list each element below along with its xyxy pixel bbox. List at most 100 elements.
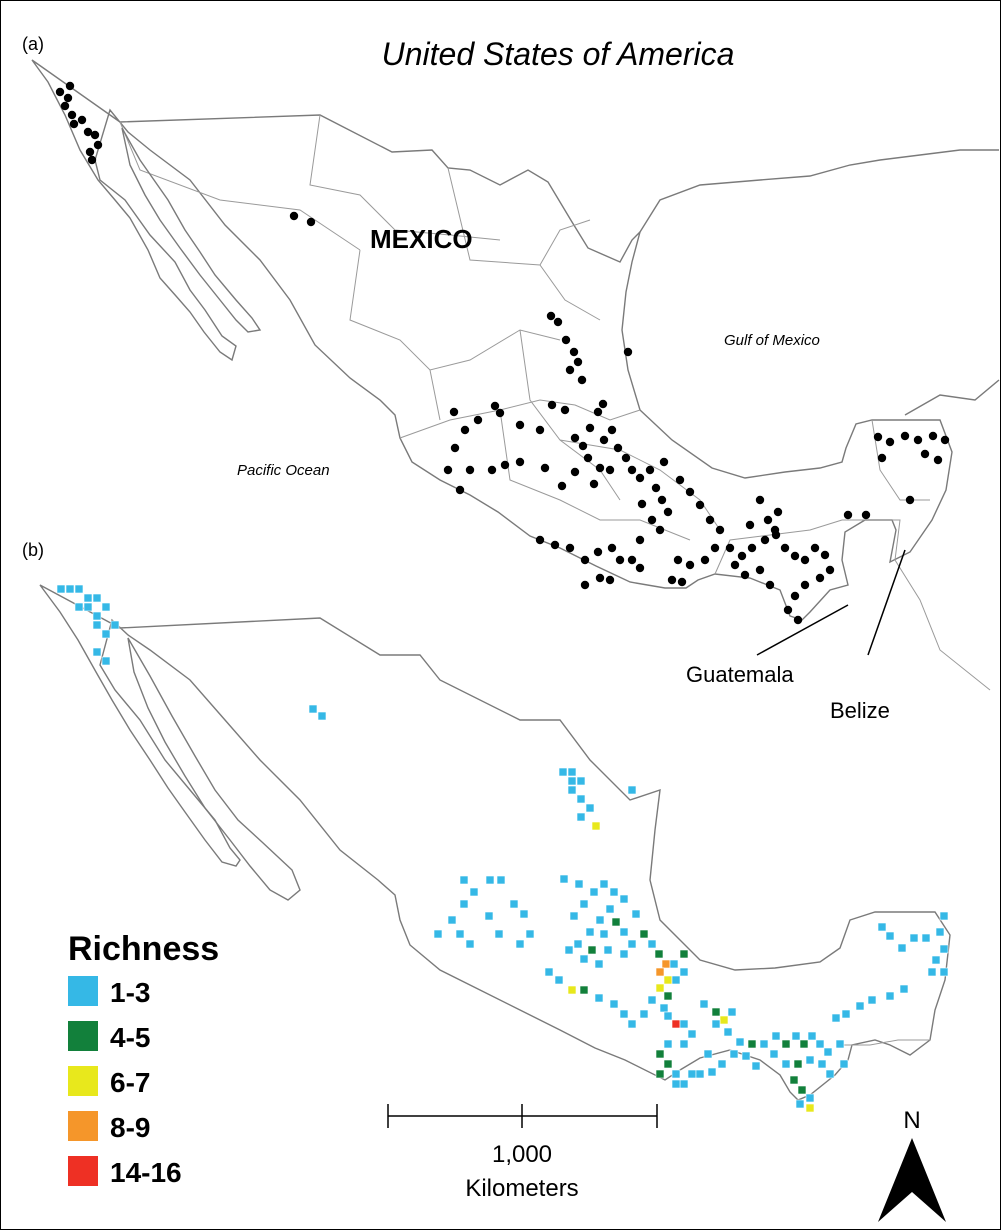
richness-cell — [759, 1039, 769, 1049]
richness-cell — [789, 1075, 799, 1085]
occurrence-point — [595, 573, 605, 583]
richness-cell — [805, 1093, 815, 1103]
richness-cell — [74, 584, 84, 594]
occurrence-point — [83, 127, 93, 137]
richness-cell — [679, 1039, 689, 1049]
richness-cell — [719, 1015, 729, 1025]
occurrence-point — [585, 423, 595, 433]
richness-cell — [663, 1059, 673, 1069]
richness-cell — [897, 943, 907, 953]
richness-cell — [727, 1007, 737, 1017]
pacific-ocean-label: Pacific Ocean — [237, 462, 330, 479]
occurrence-point — [598, 399, 608, 409]
richness-cell — [627, 1019, 637, 1029]
richness-cell — [619, 949, 629, 959]
occurrence-point — [306, 217, 316, 227]
occurrence-point — [783, 605, 793, 615]
occurrence-point — [589, 479, 599, 489]
occurrence-point — [651, 483, 661, 493]
richness-cell — [74, 602, 84, 612]
richness-cell — [579, 954, 589, 964]
occurrence-point — [685, 487, 695, 497]
richness-cell — [841, 1009, 851, 1019]
occurrence-point — [593, 407, 603, 417]
occurrence-point — [770, 525, 780, 535]
richness-cell — [663, 991, 673, 1001]
occurrence-point — [623, 347, 633, 357]
occurrence-point — [570, 433, 580, 443]
richness-cell — [110, 620, 120, 630]
occurrence-point — [90, 130, 100, 140]
occurrence-point — [905, 495, 915, 505]
belize-pointer — [867, 549, 906, 656]
occurrence-point — [607, 543, 617, 553]
richness-cell — [579, 985, 589, 995]
occurrence-point — [599, 435, 609, 445]
richness-cell — [599, 929, 609, 939]
richness-cell — [631, 909, 641, 919]
richness-cell — [781, 1059, 791, 1069]
occurrence-point — [885, 437, 895, 447]
occurrence-point — [920, 449, 930, 459]
occurrence-point — [773, 507, 783, 517]
richness-cell — [587, 945, 597, 955]
occurrence-point — [645, 465, 655, 475]
richness-cell — [671, 1079, 681, 1089]
occurrence-point — [928, 431, 938, 441]
richness-cell — [579, 899, 589, 909]
occurrence-point — [737, 551, 747, 561]
occurrence-point — [605, 575, 615, 585]
richness-cell — [494, 929, 504, 939]
richness-cell — [663, 1039, 673, 1049]
richness-cell — [519, 909, 529, 919]
richness-cell — [603, 945, 613, 955]
richness-grid — [56, 584, 949, 1113]
richness-cell — [92, 647, 102, 657]
occurrence-point — [578, 441, 588, 451]
occurrence-point — [635, 563, 645, 573]
mexico-label: MEXICO — [370, 224, 473, 254]
richness-cell — [877, 922, 887, 932]
richness-cell — [654, 949, 664, 959]
legend-swatch-3 — [68, 1066, 98, 1096]
occurrence-point — [583, 453, 593, 463]
occurrence-point — [843, 510, 853, 520]
occurrence-point — [695, 500, 705, 510]
richness-cell — [805, 1055, 815, 1065]
richness-cell — [655, 1049, 665, 1059]
scale-bar-value: 1,000 — [492, 1141, 552, 1168]
richness-cell — [647, 995, 657, 1005]
richness-cell — [699, 999, 709, 1009]
richness-cell — [639, 929, 649, 939]
occurrence-point — [675, 475, 685, 485]
richness-cell — [509, 899, 519, 909]
occurrence-point — [637, 499, 647, 509]
richness-cell — [679, 967, 689, 977]
richness-cell — [939, 967, 949, 977]
occurrence-point — [780, 543, 790, 553]
richness-cell — [589, 887, 599, 897]
richness-cell — [627, 785, 637, 795]
richness-cell — [805, 1103, 815, 1113]
richness-cell — [671, 1019, 681, 1029]
richness-cell — [455, 929, 465, 939]
occurrence-point — [659, 457, 669, 467]
richness-cell — [559, 874, 569, 884]
richness-cell — [855, 1001, 865, 1011]
occurrence-point — [449, 407, 459, 417]
richness-legend: Richness 1-34-56-78-914-16 — [68, 930, 219, 1188]
belize-label: Belize — [830, 698, 890, 723]
richness-cell — [831, 1013, 841, 1023]
richness-cell — [609, 999, 619, 1009]
occurrence-point — [77, 115, 87, 125]
occurrence-point — [715, 525, 725, 535]
mexico-outline-a — [31, 59, 953, 621]
occurrence-point — [655, 525, 665, 535]
richness-cell — [605, 904, 615, 914]
occurrence-point — [580, 555, 590, 565]
richness-cell — [92, 593, 102, 603]
occurrence-point — [450, 443, 460, 453]
occurrence-point — [765, 580, 775, 590]
occurrence-point — [495, 408, 505, 418]
occurrence-point — [550, 540, 560, 550]
